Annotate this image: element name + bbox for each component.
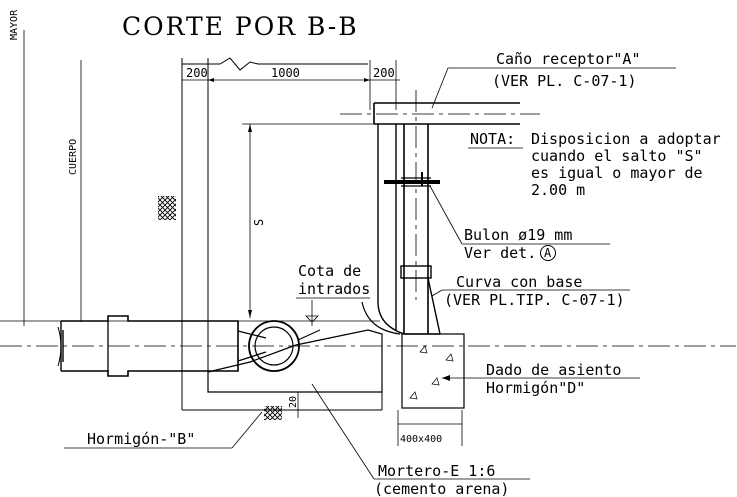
bulon-clamp [384,180,440,184]
bend-curve [361,301,401,335]
bulon-label-2: Ver det. [464,244,536,262]
dim-400-label: 400x400 [400,434,442,445]
curva-label-2: (VER PL.TIP. C-07-1) [444,291,625,309]
dado-label-1: Dado de asiento [486,361,621,379]
break-line [182,57,368,71]
detail-circle-icon [540,245,556,261]
bulon-label-1: Bulon ø19 mm [464,226,572,244]
s-label: S [252,219,266,226]
dim-200-right: 200 [373,66,395,80]
cano-leader [431,67,449,109]
cota-marker [305,315,319,323]
pipe-collar-bottom [400,265,432,279]
hatch-wall [158,196,176,220]
cano-label-2: (VER PL. C-07-1) [492,72,637,90]
mortero-label-2: (cemento arena) [374,480,509,497]
pipe-entry [61,315,239,377]
hormigon-b-leader [231,411,263,449]
curva-label-1: Curva con base [456,273,582,291]
bend-base [404,277,441,335]
dado-aggregate [409,345,454,400]
mortero-leader [311,383,375,480]
mayor-label: MAYOR [9,9,20,40]
dado-label-2: Hormigón"D" [486,379,585,397]
pipe-outlet-slope [297,329,321,341]
curva-leader [431,289,443,297]
nota-line-2: cuando el salto "S" [531,147,703,165]
nota-heading: NOTA: [470,130,515,148]
pipe-break-curve [57,326,62,367]
bulon-leader [429,185,463,245]
hatch-ground [264,406,282,420]
receiving-pipe-outer [248,320,300,372]
dim-20-label: 20 [288,396,299,408]
dim-1000: 1000 [271,66,300,80]
riser-outer-wall [377,124,405,335]
pipe-collar-top [401,177,431,187]
cota-label-1: Cota de [298,262,361,280]
cuerpo-label: CUERPO [68,139,79,175]
dado-arrow [442,375,450,381]
riser-top-pipe [373,102,520,125]
cota-label-2: intrados [298,280,370,298]
riser-vertical-pipe [403,124,429,334]
cano-label-1: Caño receptor"A" [496,50,641,68]
mortar-fill [207,329,383,393]
bulon-detail-ref: A [544,246,552,260]
hormigon-b-label: Hormigón-"B" [87,430,195,448]
drawing-title: CORTE POR B-B [122,12,359,41]
nota-line-4: 2.00 m [531,181,585,199]
nota-line-1: Disposicion a adoptar [531,130,721,148]
dado-block [401,333,465,409]
dim-200-left: 200 [186,66,208,80]
mortero-label-1: Mortero-E 1:6 [378,462,495,480]
nota-line-3: es igual o mayor de [531,164,703,182]
receiving-pipe-inner [254,326,294,366]
